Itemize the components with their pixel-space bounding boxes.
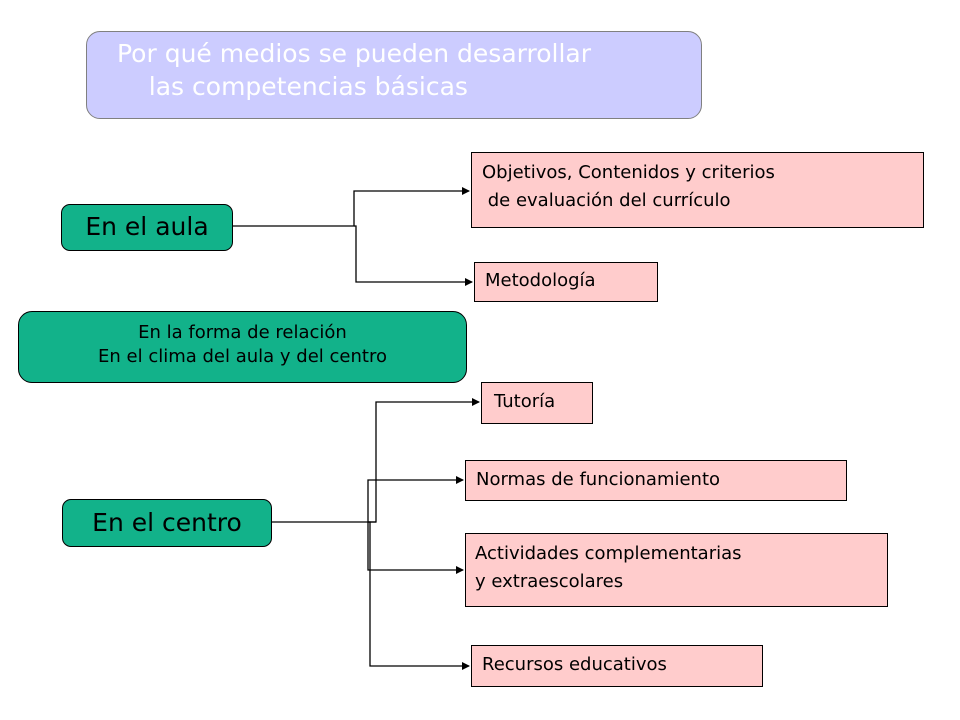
branch-normas: Normas de funcionamiento: [465, 460, 847, 501]
branch-objetivos: Objetivos, Contenidos y criterios de eva…: [471, 152, 924, 228]
connector-centro-actividades: [367, 522, 464, 574]
connector-aula-metodologia: [354, 225, 473, 286]
branch-tutoria: Tutoría: [481, 382, 593, 424]
diagram-title: Por qué medios se pueden desarrollar las…: [86, 31, 702, 119]
branch-recursos: Recursos educativos: [471, 645, 763, 687]
node-en-el-centro: En el centro: [62, 499, 272, 547]
connector-centro-normas: [367, 476, 464, 523]
relacion-line-1: En la forma de relación: [138, 322, 347, 343]
node-en-el-aula: En el aula: [61, 204, 233, 251]
connector-centro-tutoria: [272, 398, 480, 523]
connector-aula-objetivos: [233, 187, 470, 227]
branch-actividades: Actividades complementarias y extraescol…: [465, 533, 888, 607]
relacion-line-2: En el clima del aula y del centro: [98, 346, 387, 367]
connector-centro-recursos: [368, 521, 470, 670]
branch-metodologia: Metodología: [474, 262, 658, 302]
node-relacion: En la forma de relación En el clima del …: [18, 311, 467, 383]
